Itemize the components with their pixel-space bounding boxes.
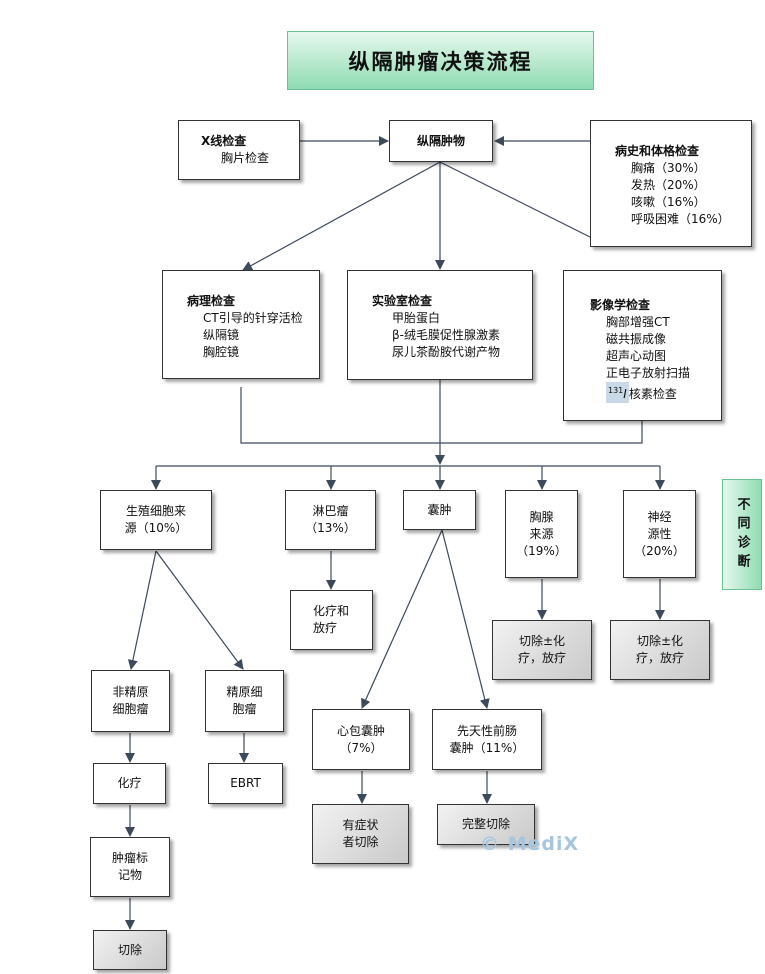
mediastinal-mass-label: 纵隔肿物 (416, 133, 465, 148)
lab-item: 甲胎蛋白 (392, 311, 441, 325)
pathology-item: 纵隔镜 (203, 328, 240, 342)
xray-exam-heading: X线检查 (201, 134, 247, 148)
arrow-center-to-history (439, 161, 605, 245)
neurogenic-treatment-line: 切除±化 (636, 634, 684, 648)
pericardial-cyst-line: （7%） (339, 740, 383, 755)
thymus-treatment-line: 切除±化 (518, 634, 566, 648)
foregut-cyst-box: 先天性前肠 囊肿（11%） (432, 709, 542, 770)
tumor-markers-box: 肿瘤标 记物 (90, 837, 170, 897)
imaging-item: 正电子放射扫描 (606, 366, 691, 380)
pericardial-treatment-line: 者切除 (342, 835, 379, 849)
imaging-item: 胸部增强CT (606, 315, 670, 329)
foregut-treatment-box: 完整切除 (437, 804, 535, 845)
cyst-label: 囊肿 (427, 502, 452, 517)
pericardial-cyst-line: 心包囊肿 (336, 723, 385, 738)
tumor-markers-line: 肿瘤标 (111, 851, 148, 865)
cyst-box: 囊肿 (403, 490, 476, 530)
lymphoma-treatment-line: 放疗 (313, 621, 338, 635)
watermark: © MediX (480, 833, 580, 855)
chemo-box: 化疗 (93, 763, 166, 804)
nonseminoma-box: 非精原 细胞瘤 (91, 670, 170, 732)
chemo-label: 化疗 (117, 776, 142, 790)
iodine-131-symbol: 131I (606, 382, 629, 403)
mediastinal-mass-box: 纵隔肿物 (389, 120, 493, 162)
thymus-box: 胸腺 来源 （19%） (505, 490, 578, 578)
xray-exam-line: 胸片检查 (221, 151, 270, 165)
history-item: 胸痛（30%） (631, 161, 706, 175)
germ-cell-box: 生殖细胞来 源（10%） (100, 490, 212, 550)
thymus-treatment-box: 切除±化 疗，放疗 (492, 620, 592, 680)
join-exams (240, 387, 643, 444)
seminoma-line: 胞瘤 (232, 702, 257, 716)
pathology-item: 胸腔镜 (203, 345, 240, 359)
lymphoma-treatment-box: 化疗和 放疗 (290, 590, 373, 650)
history-exam-box: 病史和体格检查 胸痛（30%） 发热（20%） 咳嗽（16%） 呼吸困难（16%… (590, 120, 752, 247)
thymus-treatment-line: 疗，放疗 (517, 651, 566, 665)
lab-exam-box: 实验室检查 甲胎蛋白 β-绒毛膜促性腺激素 尿儿茶酚胺代谢产物 (347, 270, 533, 380)
thymus-line: （19%） (516, 543, 567, 558)
pathology-exam-box: 病理检查 CT引导的针穿活检 纵隔镜 胸腔镜 (162, 270, 320, 379)
imaging-exam-heading: 影像学检查 (590, 298, 651, 312)
lymphoma-line: （13%） (305, 521, 356, 535)
history-exam-heading: 病史和体格检查 (615, 144, 700, 158)
imaging-item: 超声心动图 (606, 349, 667, 363)
germ-cell-line: 生殖细胞来 (125, 504, 186, 518)
nonseminoma-line: 细胞瘤 (112, 702, 149, 716)
lab-exam-heading: 实验室检查 (372, 294, 433, 308)
pericardial-cyst-box: 心包囊肿 （7%） (312, 709, 410, 770)
foregut-cyst-line: 囊肿（11%） (449, 740, 525, 755)
arrow-cyst-to-foregut (441, 529, 490, 709)
lymphoma-box: 淋巴瘤 （13%） (285, 490, 376, 550)
neurogenic-line: 源性 (647, 526, 672, 541)
differential-diagnosis-tab: 不同诊断 (722, 479, 762, 590)
pathology-item: CT引导的针穿活检 (203, 311, 303, 325)
ebrt-box: EBRT (208, 763, 283, 804)
pericardial-treatment-line: 有症状 (342, 818, 379, 832)
neurogenic-treatment-box: 切除±化 疗，放疗 (610, 620, 710, 680)
foregut-cyst-line: 先天性前肠 (456, 723, 517, 738)
page-title: 纵隔肿瘤决策流程 (287, 31, 594, 90)
tumor-markers-line: 记物 (117, 868, 142, 882)
imaging-item: 磁共振成像 (606, 332, 667, 346)
foregut-treatment-label: 完整切除 (461, 817, 510, 831)
lymphoma-treatment-line: 化疗和 (313, 604, 350, 618)
history-item: 发热（20%） (631, 178, 706, 192)
lab-item: β-绒毛膜促性腺激素 (392, 328, 500, 342)
thymus-line: 胸腺 (529, 509, 554, 524)
pericardial-treatment-box: 有症状 者切除 (312, 804, 409, 864)
thymus-line: 来源 (529, 526, 554, 541)
history-item: 呼吸困难（16%） (631, 212, 730, 226)
neurogenic-line: 神经 (647, 509, 672, 524)
neurogenic-line: （20%） (634, 543, 685, 558)
germ-cell-line: 源（10%） (124, 521, 188, 535)
neurogenic-box: 神经 源性 （20%） (623, 490, 696, 578)
ebrt-label: EBRT (230, 776, 261, 790)
nonseminoma-line: 非精原 (112, 685, 149, 699)
seminoma-box: 精原细 胞瘤 (205, 670, 284, 732)
arrow-cyst-to-pericardial (361, 529, 443, 709)
resection-box: 切除 (93, 930, 167, 970)
seminoma-line: 精原细 (226, 685, 263, 699)
arrow-germ-to-nonseminoma (127, 550, 157, 670)
neurogenic-treatment-line: 疗，放疗 (635, 651, 684, 665)
lab-item: 尿儿茶酚胺代谢产物 (392, 345, 501, 359)
pathology-exam-heading: 病理检查 (187, 294, 236, 308)
history-item: 咳嗽（16%） (631, 195, 706, 209)
lymphoma-line: 淋巴瘤 (312, 504, 349, 518)
arrow-germ-to-seminoma (155, 550, 244, 670)
resection-label: 切除 (117, 942, 142, 957)
arrow-center-to-pathology (242, 161, 441, 271)
xray-exam-box: X线检查 胸片检查 (178, 120, 300, 180)
